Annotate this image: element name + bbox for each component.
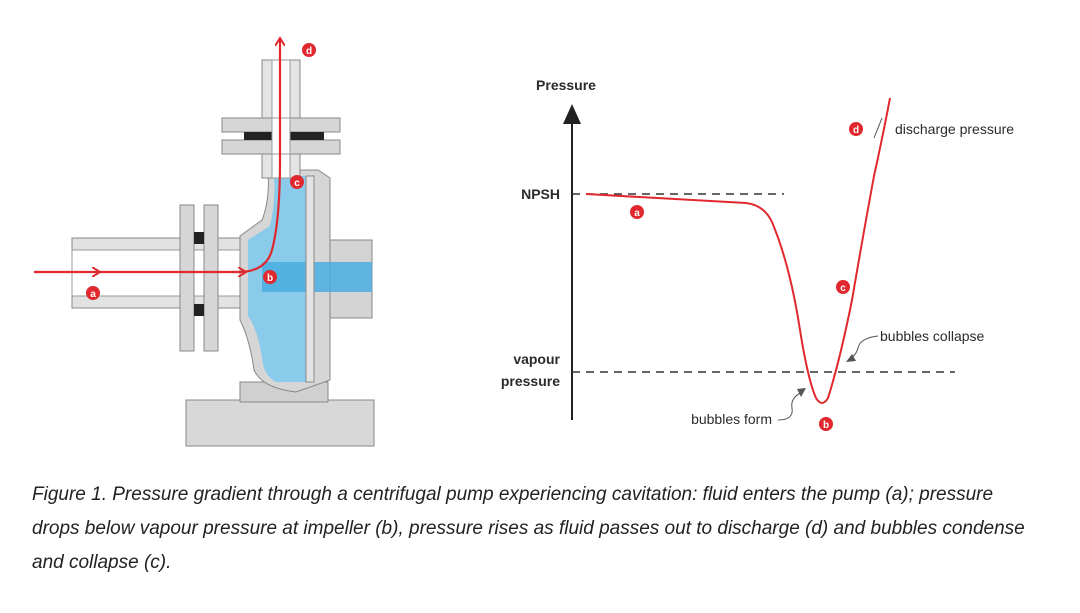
graph-marker-a-label: a [634, 208, 640, 219]
pressure-curve [585, 97, 891, 404]
graph-marker-a: a [630, 205, 644, 219]
figure-svg: a b c d Pressure NPSH vapour pressure [34, 0, 1014, 447]
vapour-label-line1: vapour [513, 351, 560, 367]
bubbles-form-leader [777, 391, 803, 421]
figure-caption: Figure 1. Pressure gradient through a ce… [32, 484, 1025, 573]
pump-marker-c: c [290, 175, 304, 189]
inlet-gasket-bottom [194, 304, 204, 316]
bubbles-form-label: bubbles form [691, 411, 772, 427]
vapour-label-line2: pressure [501, 373, 560, 389]
pump-marker-b: b [263, 270, 277, 284]
graph-marker-c: c [836, 280, 850, 294]
y-axis-label: Pressure [536, 77, 596, 93]
pump-marker-d-label: d [306, 46, 312, 57]
graph-marker-d-label: d [853, 125, 859, 136]
flow-path [98, 40, 280, 274]
fluid-shaft-band [262, 262, 372, 292]
figure: a b c d Pressure NPSH vapour pressure [34, 0, 1014, 447]
inlet-gasket-top [194, 232, 204, 244]
pressure-graph: Pressure NPSH vapour pressure a b c d di… [501, 77, 1014, 431]
inlet-flange-right [203, 204, 219, 352]
npsh-label: NPSH [521, 186, 560, 202]
bubbles-collapse-label: bubbles collapse [880, 328, 985, 344]
inlet-flange-left [179, 204, 195, 352]
pump-marker-b-label: b [267, 273, 273, 284]
graph-marker-b: b [819, 417, 833, 431]
graph-marker-b-label: b [823, 420, 829, 431]
pump-marker-a-label: a [90, 289, 96, 300]
pump-marker-d: d [302, 43, 316, 57]
discharge-tick [873, 117, 883, 139]
y-axis-arrowhead [563, 104, 581, 124]
discharge-pressure-label: discharge pressure [895, 121, 1014, 137]
bubbles-form-arrowhead [797, 388, 806, 397]
pump-base [185, 399, 375, 447]
graph-marker-c-label: c [840, 283, 846, 294]
pump-cross-section: a b c d [34, 40, 375, 447]
graph-marker-d: d [849, 122, 863, 136]
impeller-back [305, 175, 315, 383]
pump-marker-c-label: c [294, 178, 300, 189]
bubbles-collapse-arrowhead [846, 354, 856, 362]
pump-marker-a: a [86, 286, 100, 300]
